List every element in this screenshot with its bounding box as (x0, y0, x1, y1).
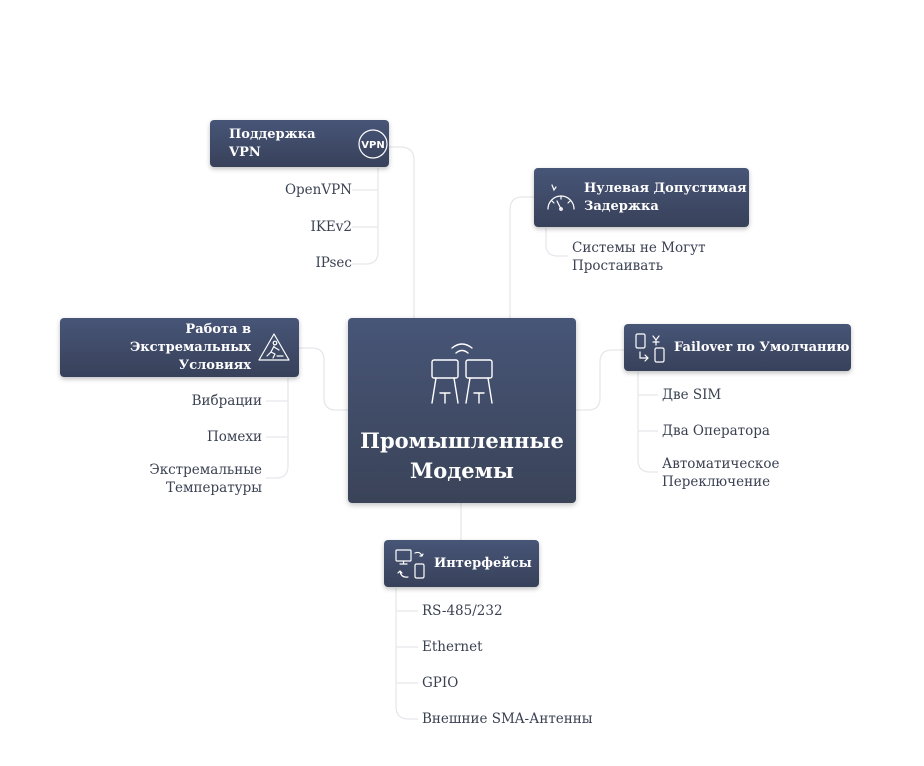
leaf-vibration: Вибрации (191, 393, 262, 409)
vpn-icon: VPN (358, 128, 388, 159)
leaf-extreme-temperatures: Экстремальные Температуры (149, 462, 262, 496)
leaf-dual-sim: Две SIM (662, 387, 722, 403)
computer-phone-sync-icon (395, 548, 425, 579)
svg-text:VPN: VPN (361, 140, 384, 151)
warning-road-icon (258, 332, 290, 361)
branch-latency-title: Нулевая Допустимая Задержка (584, 180, 747, 214)
branch-latency[interactable]: Нулевая Допустимая Задержка (534, 168, 749, 227)
branch-extreme-title: Работа в Экстремальных Условиях (129, 321, 251, 373)
center-title: Промышленные Модемы (360, 428, 564, 483)
leaf-interference: Помехи (206, 429, 262, 445)
branch-failover-title: Failover по Умолчанию (674, 339, 850, 355)
leaf-ikev2: IKEv2 (310, 219, 353, 235)
leaf-sma-antennas: Внешние SMA-Антенны (422, 711, 593, 727)
leaf-rs485: RS-485/232 (422, 603, 503, 619)
branch-extreme[interactable]: Работа в Экстремальных Условиях (60, 318, 299, 377)
leaf-dual-operator: Два Оператора (662, 423, 770, 439)
center-node[interactable]: Промышленные Модемы (348, 318, 576, 503)
leaf-no-downtime: Системы не Могут Простаивать (572, 240, 706, 274)
leaf-auto-switch: Автоматическое Переключение (662, 456, 780, 490)
device-switch-icon (635, 332, 665, 363)
leaf-ipsec: IPsec (315, 255, 352, 271)
branch-failover[interactable]: Failover по Умолчанию (624, 324, 851, 371)
leaf-openvpn: OpenVPN (284, 182, 352, 198)
branch-interfaces-title: Интерфейсы (434, 555, 532, 571)
branch-interfaces[interactable]: Интерфейсы (384, 540, 539, 587)
leaf-gpio: GPIO (422, 675, 459, 691)
branch-vpn-title: Поддержка VPN (229, 126, 316, 160)
speedometer-icon (547, 183, 575, 211)
industrial-modem-hub-icon (431, 343, 493, 404)
leaf-ethernet: Ethernet (422, 639, 483, 655)
branch-vpn[interactable]: Поддержка VPN VPN (210, 120, 389, 167)
